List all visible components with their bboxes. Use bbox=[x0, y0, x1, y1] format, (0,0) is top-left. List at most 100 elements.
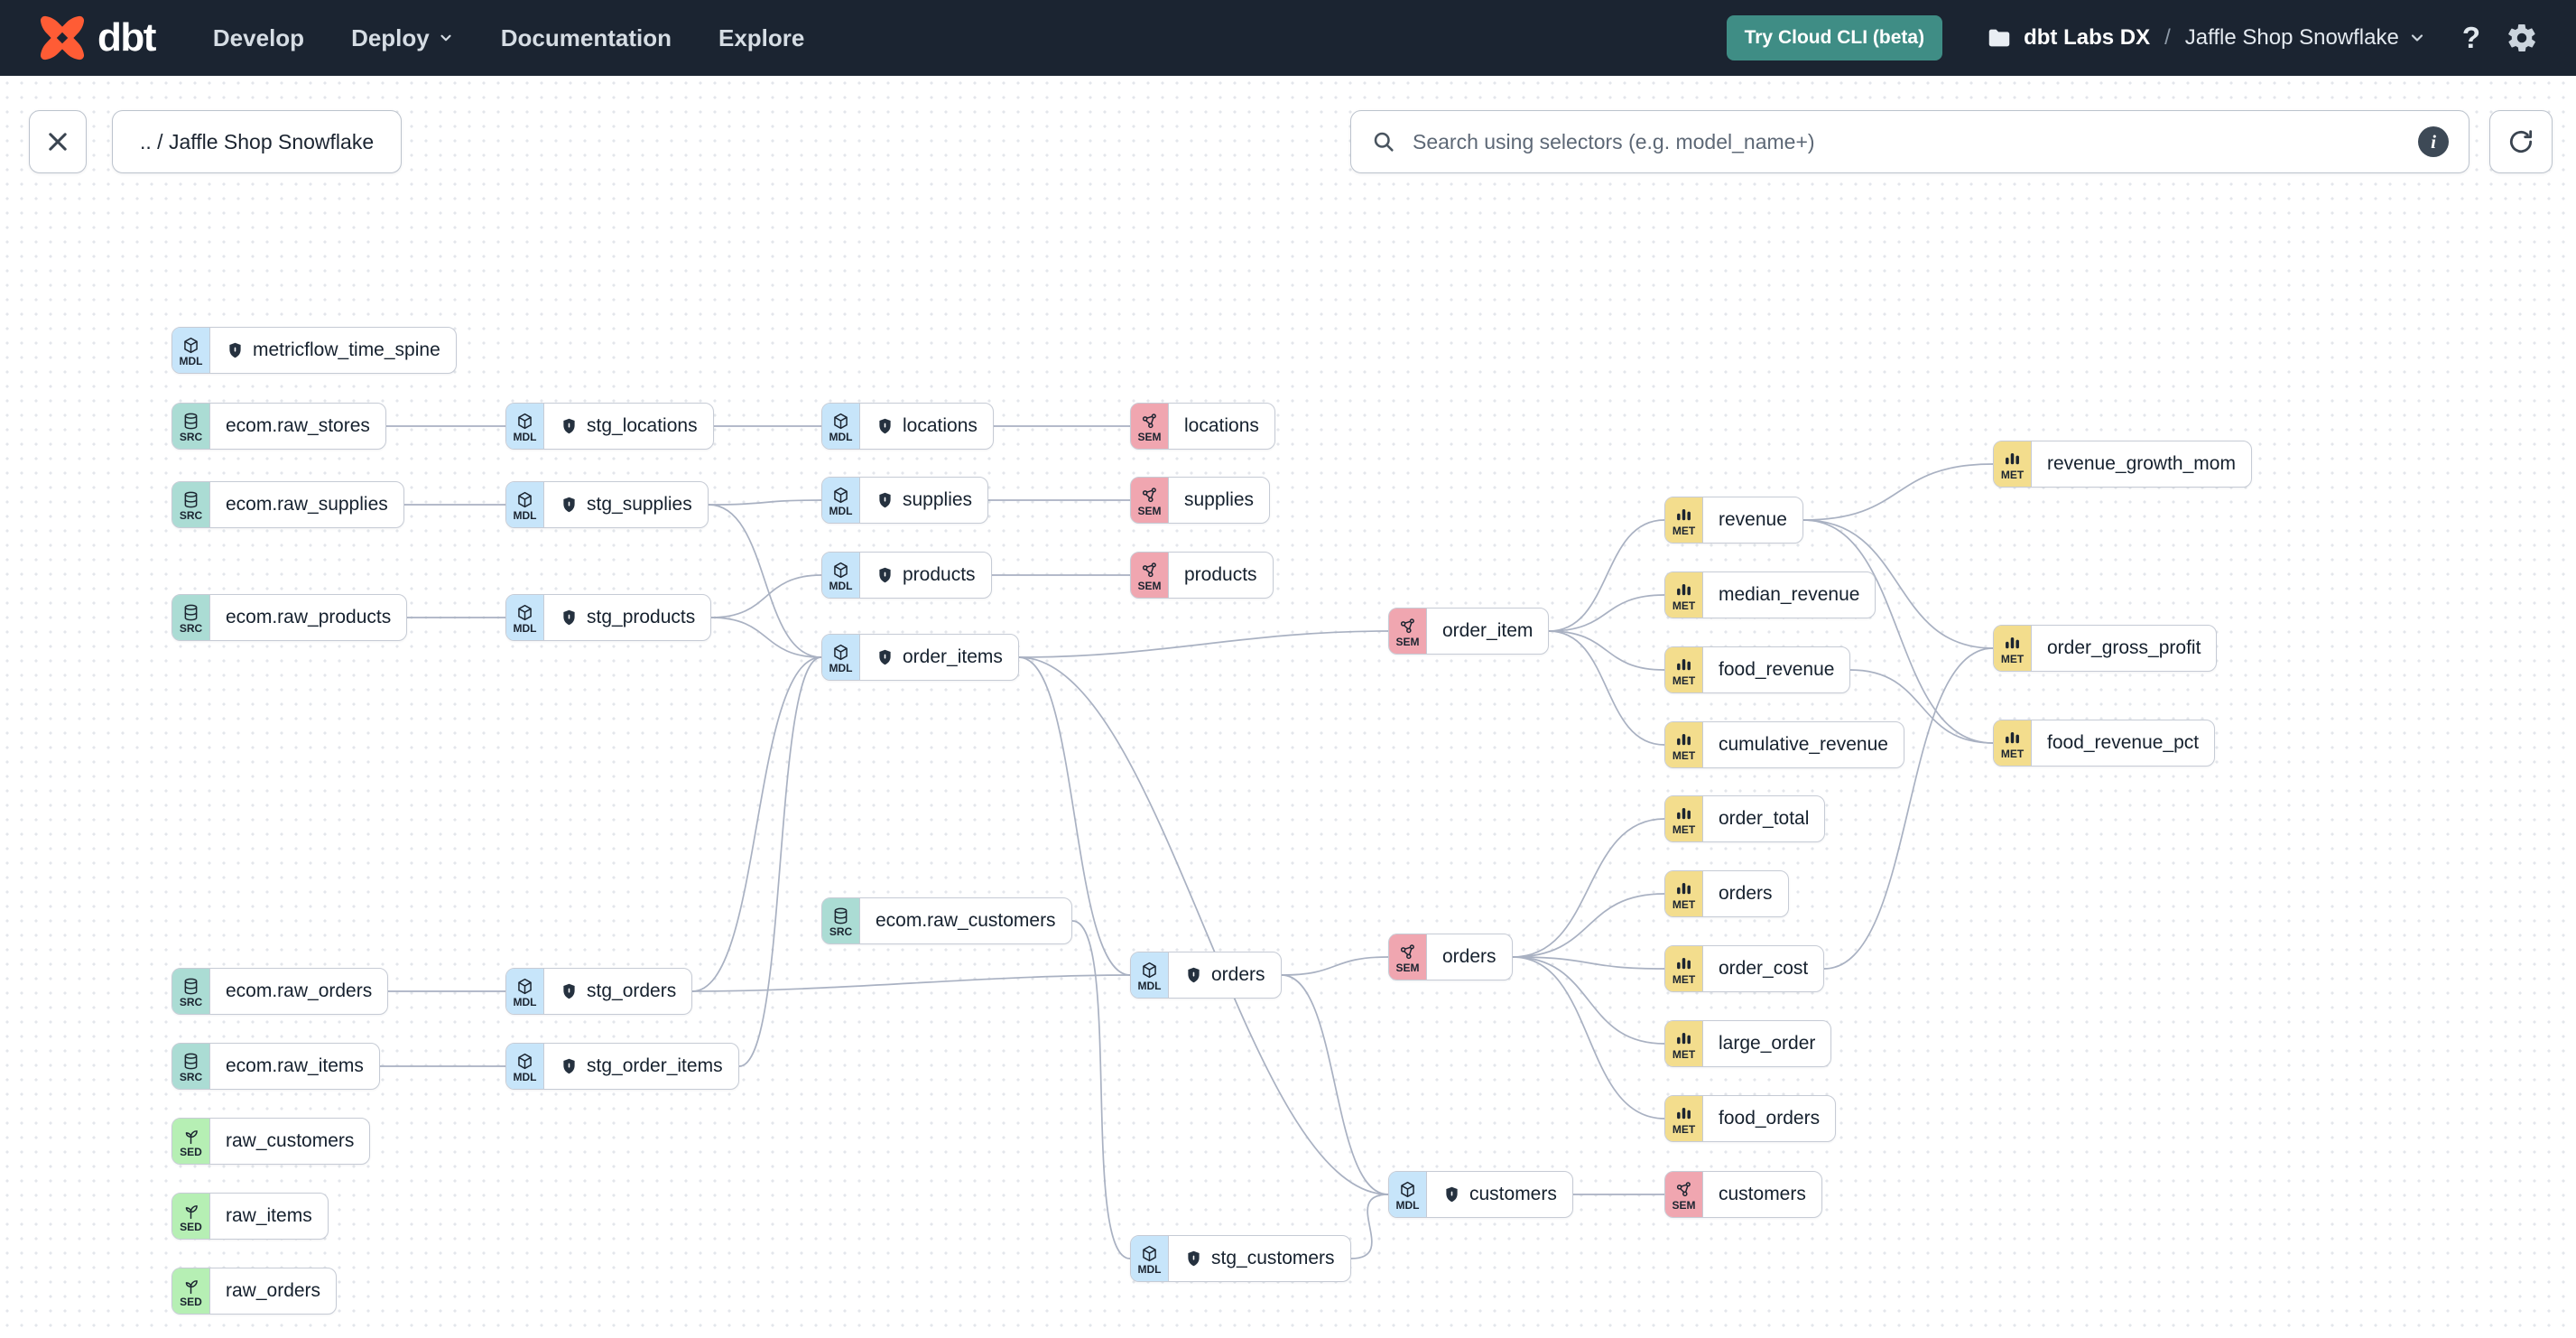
node-label: locations bbox=[903, 415, 978, 436]
node-label: order_gross_profit bbox=[2047, 637, 2201, 658]
shield-icon bbox=[560, 417, 579, 436]
edge-orders_sem-to-met_order_total bbox=[1512, 818, 1665, 958]
node-body: customers bbox=[1427, 1172, 1572, 1217]
node-label: customers bbox=[1469, 1184, 1557, 1204]
help-icon[interactable]: ? bbox=[2461, 21, 2480, 54]
nav-link-deploy[interactable]: Deploy bbox=[351, 24, 454, 52]
nav-link-documentation[interactable]: Documentation bbox=[500, 23, 672, 51]
node-type-label: MET bbox=[1672, 822, 1696, 836]
node-order_items[interactable]: MDL order_items bbox=[821, 634, 1019, 681]
edge-orders_mdl-to-customers_mdl bbox=[1281, 974, 1389, 1195]
account-name[interactable]: dbt Labs DX bbox=[2024, 25, 2151, 50]
info-icon[interactable]: i bbox=[2418, 126, 2449, 157]
node-body: stg_locations bbox=[544, 404, 713, 449]
node-type-label: SEM bbox=[1137, 430, 1162, 443]
node-type-label: SEM bbox=[1395, 635, 1420, 648]
network-icon: SEM bbox=[1131, 478, 1169, 523]
node-type-label: SED bbox=[180, 1220, 202, 1233]
project-selector[interactable]: Jaffle Shop Snowflake bbox=[2185, 25, 2426, 51]
try-cloud-cli-button[interactable]: Try Cloud CLI (beta) bbox=[1726, 15, 1943, 60]
node-met_median_revenue[interactable]: MET median_revenue bbox=[1664, 571, 1876, 618]
edges-layer bbox=[380, 425, 1994, 1259]
node-met_order_total[interactable]: MET order_total bbox=[1664, 795, 1826, 842]
node-label: stg_orders bbox=[587, 980, 677, 1001]
dbt-logo[interactable]: dbt bbox=[38, 14, 156, 62]
shield-icon bbox=[560, 609, 579, 627]
edge-src_customers-to-stg_customers bbox=[1071, 920, 1131, 1259]
node-label: cumulative_revenue bbox=[1719, 734, 1888, 755]
nav-link-explore[interactable]: Explore bbox=[718, 23, 805, 51]
node-body: stg_orders bbox=[544, 969, 691, 1014]
refresh-icon bbox=[2507, 127, 2535, 156]
navbar-right: Try Cloud CLI (beta) dbt Labs DX / Jaffl… bbox=[1726, 15, 2538, 60]
edge-stg_customers-to-customers_mdl bbox=[1350, 1194, 1389, 1259]
gear-icon[interactable] bbox=[2506, 22, 2538, 54]
refresh-button[interactable] bbox=[2489, 110, 2553, 173]
node-type-label: MET bbox=[2000, 747, 2025, 760]
seedling-icon: SED bbox=[172, 1119, 210, 1164]
node-type-label: MET bbox=[2000, 468, 2025, 481]
node-label: products bbox=[903, 564, 976, 585]
search-input[interactable] bbox=[1411, 128, 2404, 155]
node-body: locations bbox=[860, 404, 993, 449]
node-body: ecom.raw_supplies bbox=[210, 482, 403, 527]
lineage-breadcrumb[interactable]: .. / Jaffle Shop Snowflake bbox=[112, 110, 403, 173]
node-label: food_orders bbox=[1719, 1108, 1821, 1129]
node-type-label: MET bbox=[1672, 599, 1696, 612]
edge-order_item_sem-to-met_food_revenue bbox=[1548, 630, 1665, 671]
node-label: median_revenue bbox=[1719, 584, 1860, 605]
node-label: order_items bbox=[903, 646, 1003, 667]
node-body: order_total bbox=[1703, 796, 1824, 841]
node-type-label: MDL bbox=[513, 621, 537, 635]
nav-link-develop[interactable]: Develop bbox=[212, 23, 305, 51]
node-supplies_sem[interactable]: SEM supplies bbox=[1130, 477, 1271, 524]
node-label: ecom.raw_supplies bbox=[226, 494, 388, 515]
node-body: orders bbox=[1703, 871, 1788, 916]
node-label: stg_order_items bbox=[587, 1055, 723, 1076]
cube-icon: MDL bbox=[822, 635, 860, 680]
close-icon bbox=[45, 129, 70, 154]
edge-stg_products-to-products_mdl bbox=[710, 574, 822, 618]
account-breadcrumb: dbt Labs DX / Jaffle Shop Snowflake bbox=[1986, 24, 2426, 51]
edge-met_revenue-to-met_revenue_growth_mom bbox=[1802, 463, 1994, 521]
close-lineage-button[interactable] bbox=[29, 110, 87, 173]
node-label: supplies bbox=[1184, 489, 1255, 510]
